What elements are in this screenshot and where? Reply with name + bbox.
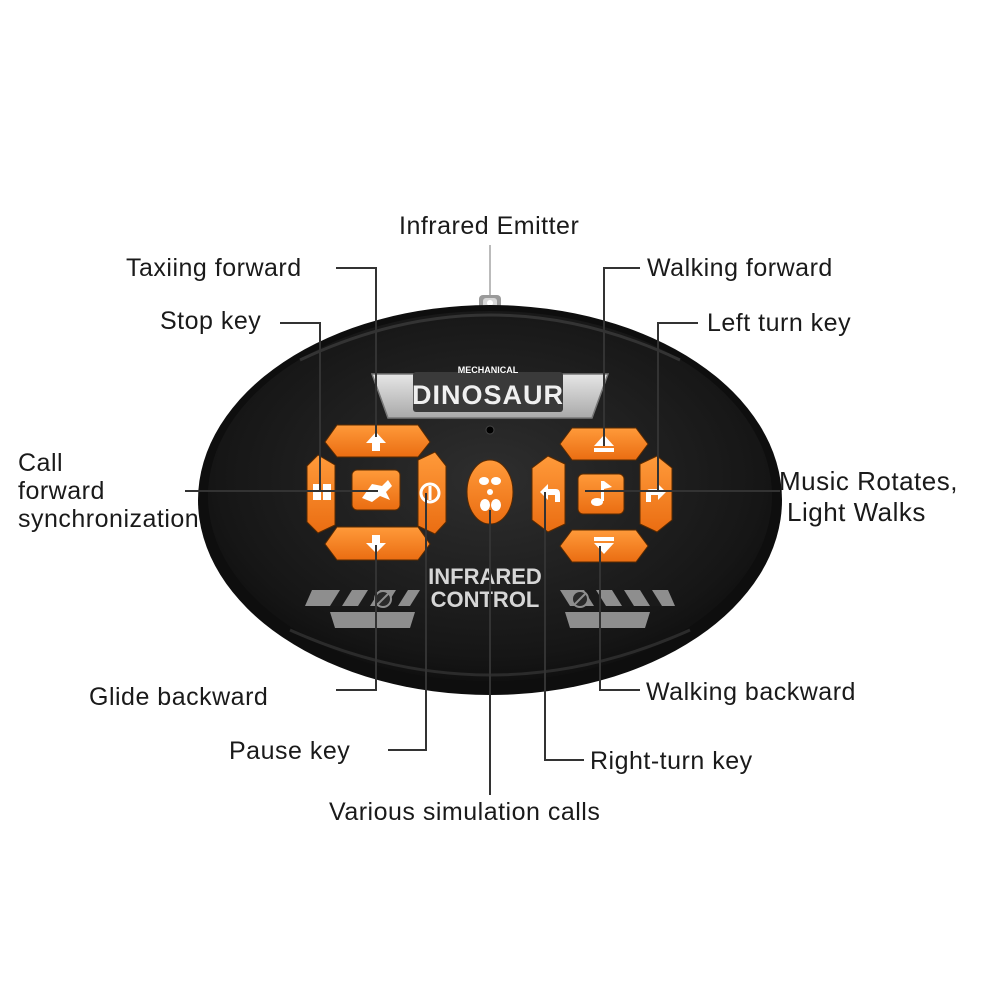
simulation-calls-button[interactable] <box>466 459 514 525</box>
callout-left-turn-key: Left turn key <box>707 309 852 337</box>
brand-plate: MECHANICAL DINOSAUR <box>370 365 610 419</box>
turn-right-icon <box>646 484 666 502</box>
callout-stop-key: Stop key <box>160 307 262 335</box>
arrow-down-icon <box>366 535 386 553</box>
callout-various-simulation-calls: Various simulation calls <box>329 798 601 826</box>
callout-pause-key: Pause key <box>229 737 351 765</box>
left-turn-button[interactable] <box>639 455 673 533</box>
panel-text: INFRARED CONTROL <box>428 564 542 612</box>
callout-infrared-emitter: Infrared Emitter <box>399 212 580 240</box>
callout-right-turn-key: Right-turn key <box>590 747 753 775</box>
paw-prints-icon <box>479 477 501 511</box>
panel-line2: CONTROL <box>431 587 540 612</box>
callout-walking-backward: Walking backward <box>646 678 856 706</box>
infrared-led-icon <box>487 300 493 306</box>
turn-left-icon <box>540 484 560 502</box>
callout-walking-forward: Walking forward <box>647 254 833 282</box>
music-button[interactable] <box>577 473 625 515</box>
callout-call-forward-sync: Call forward synchronization <box>18 449 218 533</box>
callout-glide-backward: Glide backward <box>89 683 269 711</box>
pause-button[interactable] <box>417 451 447 535</box>
leader-lines <box>185 245 780 795</box>
taxiing-forward-button[interactable] <box>324 424 431 458</box>
callout-call-line-3: synchronization <box>18 505 200 533</box>
callout-music-line-2: Light Walks <box>787 497 926 527</box>
callout-call-line-1: Call <box>18 449 64 477</box>
eject-down-icon <box>594 537 614 554</box>
pause-power-icon <box>419 482 441 504</box>
brand-large-text: DINOSAUR <box>412 380 564 410</box>
callout-music-line-1: Music Rotates, <box>779 466 958 496</box>
glide-backward-button[interactable] <box>324 526 431 561</box>
walking-backward-button[interactable] <box>559 529 649 563</box>
callout-music-rotates: Music Rotates, Light Walks <box>779 466 989 528</box>
callout-call-line-2: forward <box>18 477 105 505</box>
panel-line1: INFRARED <box>428 564 542 589</box>
brand-small-text: MECHANICAL <box>458 365 519 375</box>
callout-taxiing-forward: Taxiing forward <box>126 254 302 282</box>
hazard-stripes <box>305 590 675 628</box>
right-turn-button[interactable] <box>531 455 566 533</box>
arrow-up-icon <box>366 432 386 451</box>
